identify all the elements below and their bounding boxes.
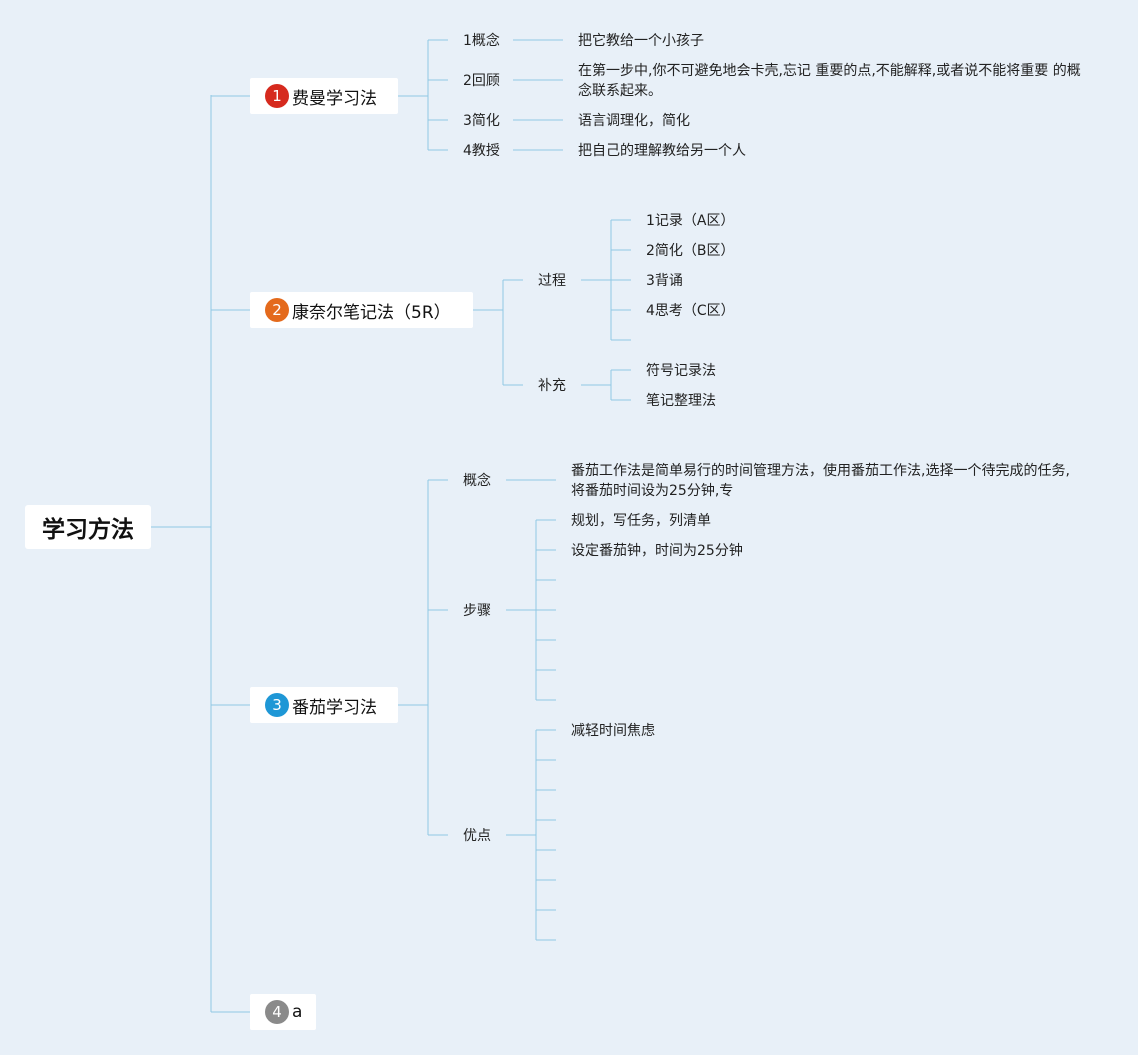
number-badge-2: 2 (265, 298, 289, 322)
item-node[interactable]: 符号记录法 (646, 363, 716, 379)
number-badge-1: 1 (265, 84, 289, 108)
item-node[interactable]: 1记录（A区） (646, 213, 735, 229)
detail-node[interactable]: 在第一步中,你不可避免地会卡壳,忘记 重要的点,不能解释,或者说不能将重要 的概… (578, 63, 1081, 99)
number-badge-4: 4 (265, 1000, 289, 1024)
item-node[interactable]: 减轻时间焦虑 (571, 723, 655, 739)
topic-node[interactable]: 补充 (538, 378, 566, 394)
branch-pomodoro[interactable]: 3 番茄学习法 (250, 687, 398, 723)
detail-node[interactable]: 番茄工作法是简单易行的时间管理方法，使用番茄工作法,选择一个待完成的任务,将番茄… (571, 463, 1070, 499)
item-node[interactable]: 笔记整理法 (646, 393, 716, 409)
item-node[interactable]: 2简化（B区） (646, 243, 735, 259)
root-node[interactable]: 学习方法 (25, 505, 151, 549)
detail-node[interactable]: 把它教给一个小孩子 (578, 33, 704, 49)
topic-node[interactable]: 步骤 (463, 603, 491, 619)
branch-label: 费曼学习法 (292, 88, 377, 109)
topic-node[interactable]: 1概念 (463, 33, 500, 49)
topic-node[interactable]: 3简化 (463, 113, 500, 129)
item-node[interactable]: 规划，写任务，列清单 (571, 513, 711, 529)
branch-label: 康奈尔笔记法（5R） (292, 302, 451, 323)
branch-cornell[interactable]: 2 康奈尔笔记法（5R） (250, 292, 473, 328)
branch-feynman[interactable]: 1 费曼学习法 (250, 78, 398, 114)
number-badge-3: 3 (265, 693, 289, 717)
topic-node[interactable]: 2回顾 (463, 73, 500, 89)
item-node[interactable]: 4思考（C区） (646, 303, 735, 319)
topic-node[interactable]: 过程 (538, 273, 566, 289)
item-node[interactable]: 3背诵 (646, 273, 683, 289)
topic-node[interactable]: 优点 (463, 828, 491, 844)
root-label: 学习方法 (42, 517, 134, 543)
item-node[interactable]: 设定番茄钟，时间为25分钟 (571, 543, 743, 559)
detail-node[interactable]: 语言调理化，简化 (578, 113, 690, 129)
branch-label: 番茄学习法 (292, 697, 377, 718)
branch-label: a (292, 1002, 303, 1022)
topic-node[interactable]: 4教授 (463, 143, 500, 159)
branch-a[interactable]: 4 a (250, 994, 316, 1030)
topic-node[interactable]: 概念 (463, 473, 491, 489)
detail-node[interactable]: 把自己的理解教给另一个人 (578, 143, 746, 159)
